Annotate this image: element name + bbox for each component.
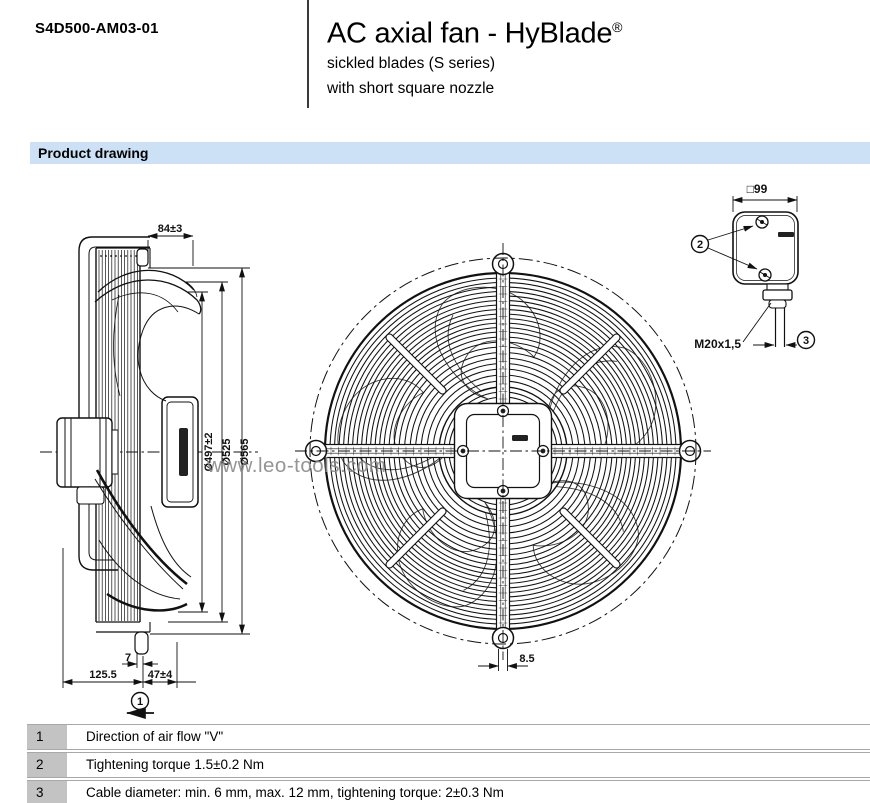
guard-profile bbox=[78, 236, 150, 571]
callout-2-badge bbox=[690, 234, 710, 254]
dim-7-label: 7 bbox=[125, 652, 131, 664]
table-row: 3 Cable diameter: min. 6 mm, max. 12 mm,… bbox=[27, 780, 870, 803]
subtitle-nozzle: with short square nozzle bbox=[327, 79, 495, 97]
dim-d497-label: Ø497±2 bbox=[203, 432, 215, 471]
subtitle-series: sickled blades (S series) bbox=[327, 54, 495, 72]
terminal-box-screw-bottom bbox=[758, 268, 772, 282]
table-row: 2 Tightening torque 1.5±0.2 Nm bbox=[27, 752, 870, 778]
dim-box-size-label: □99 bbox=[747, 182, 768, 196]
note-number: 1 bbox=[27, 725, 67, 749]
note-text: Tightening torque 1.5±0.2 Nm bbox=[86, 757, 265, 772]
header-divider bbox=[307, 0, 309, 108]
dim-depth-label: 84±3 bbox=[158, 223, 182, 235]
terminal-box-logo bbox=[778, 232, 794, 237]
callout-3-badge bbox=[796, 330, 816, 350]
page-title: AC axial fan - HyBlade® bbox=[327, 17, 623, 50]
note-number: 2 bbox=[27, 753, 67, 777]
pitch-circle bbox=[309, 257, 697, 645]
center-logo bbox=[512, 435, 528, 441]
terminal-box-screw-top bbox=[755, 215, 769, 229]
terminal-box-drawing bbox=[690, 196, 816, 350]
callout-1-number: 1 bbox=[137, 696, 143, 708]
notes-table: 1 Direction of air flow "V" 2 Tightening… bbox=[27, 724, 870, 803]
section-header-product-drawing: Product drawing bbox=[30, 142, 870, 164]
dim-85-label: 8.5 bbox=[519, 653, 534, 665]
registered-mark: ® bbox=[612, 19, 623, 35]
note-text: Direction of air flow "V" bbox=[86, 729, 224, 744]
table-row: 1 Direction of air flow "V" bbox=[27, 724, 870, 750]
side-view-drawing bbox=[40, 233, 258, 719]
gland-thread-label: M20x1,5 bbox=[694, 337, 741, 351]
front-view-drawing bbox=[295, 243, 711, 671]
watermark: www.leo-tools.com bbox=[206, 454, 386, 477]
dim-d525-label: Ø525 bbox=[221, 439, 233, 466]
grille-diagonal-struts bbox=[385, 333, 621, 569]
note-text: Cable diameter: min. 6 mm, max. 12 mm, t… bbox=[86, 785, 504, 800]
hub-logo bbox=[179, 428, 188, 476]
dim-47-label: 47±4 bbox=[148, 669, 173, 681]
callout-2-number: 2 bbox=[697, 239, 703, 251]
header-title-block: AC axial fan - HyBlade® sickled blades (… bbox=[327, 10, 622, 101]
motor-terminal-gland bbox=[76, 486, 105, 505]
dim-125-label: 125.5 bbox=[89, 669, 117, 681]
top-bracket-nub bbox=[136, 248, 149, 267]
callout-3-number: 3 bbox=[803, 335, 809, 347]
dim-d565-label: Ø565 bbox=[239, 439, 251, 466]
cable-gland bbox=[762, 283, 793, 309]
note-number: 3 bbox=[27, 781, 67, 803]
part-number: S4D500-AM03-01 bbox=[35, 20, 159, 37]
product-drawing-canvas: 84±3 Ø497±2 Ø525 Ø565 7 125.5 47±4 1 bbox=[40, 182, 816, 719]
bottom-bracket-foot bbox=[134, 631, 149, 655]
